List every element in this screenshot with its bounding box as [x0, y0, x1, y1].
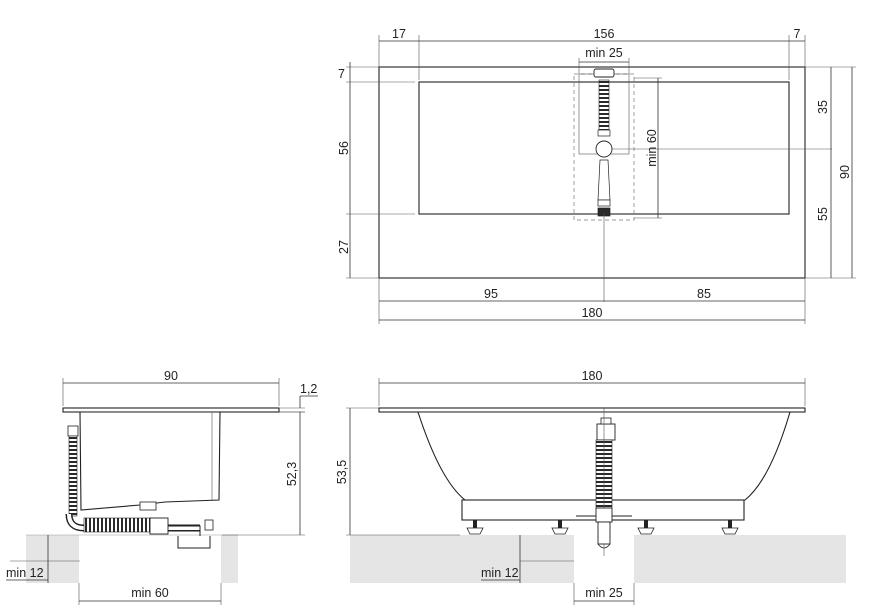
- front-dim-height: 53,5: [335, 460, 349, 484]
- dim-right-part: 85: [697, 287, 711, 301]
- dim-left-margin: 17: [392, 27, 406, 41]
- dim-min-width-fitting: min 25: [585, 46, 623, 60]
- dim-inner-length: 156: [594, 27, 615, 41]
- dim-min-height-fitting: min 60: [645, 129, 659, 167]
- fitting-hose: [598, 79, 610, 131]
- fitting-head: [593, 68, 615, 78]
- dim-bottom-margin: 27: [337, 240, 351, 254]
- side-dim-width: 90: [164, 369, 178, 383]
- side-dim-floor-width: min 60: [131, 586, 169, 600]
- front-fitting-head: [596, 423, 616, 441]
- front-dim-floor-depth: min 12: [481, 566, 519, 580]
- side-dim-height: 52,3: [285, 462, 299, 486]
- side-view: 90 1,2 52,3 min 12 min 60: [6, 369, 318, 605]
- dim-right-upper: 35: [816, 100, 830, 114]
- dim-right-margin: 7: [794, 27, 801, 41]
- top-view: 17 156 7 min 25 7 56 27 min 60 35 55 90: [337, 27, 856, 324]
- side-rim: [62, 407, 280, 413]
- dim-right-lower: 55: [816, 207, 830, 221]
- side-dim-floor-depth: min 12: [6, 566, 44, 580]
- drain-pipe: [597, 159, 611, 201]
- front-drain-pipe: [597, 521, 611, 545]
- front-dim-floor-width: min 25: [585, 586, 623, 600]
- dim-total-width: 90: [838, 165, 852, 179]
- fitting-coupling: [597, 129, 611, 137]
- dim-top-margin: 7: [338, 67, 345, 81]
- side-dim-rim: 1,2: [300, 382, 317, 396]
- dim-left-part: 95: [484, 287, 498, 301]
- side-floor-opening: [79, 535, 221, 583]
- dim-inner-width: 56: [337, 141, 351, 155]
- front-view: 180 53,5 min 12 min 25: [335, 369, 846, 605]
- front-dim-length: 180: [582, 369, 603, 383]
- overflow-valve: [595, 140, 613, 158]
- side-tub-body: [79, 411, 221, 511]
- front-feet: [466, 520, 739, 535]
- side-drain-hose: [83, 517, 155, 533]
- drain-coupling: [597, 199, 611, 207]
- dim-total-length: 180: [582, 306, 603, 320]
- front-rim: [378, 407, 806, 413]
- side-overflow-hose: [68, 435, 78, 517]
